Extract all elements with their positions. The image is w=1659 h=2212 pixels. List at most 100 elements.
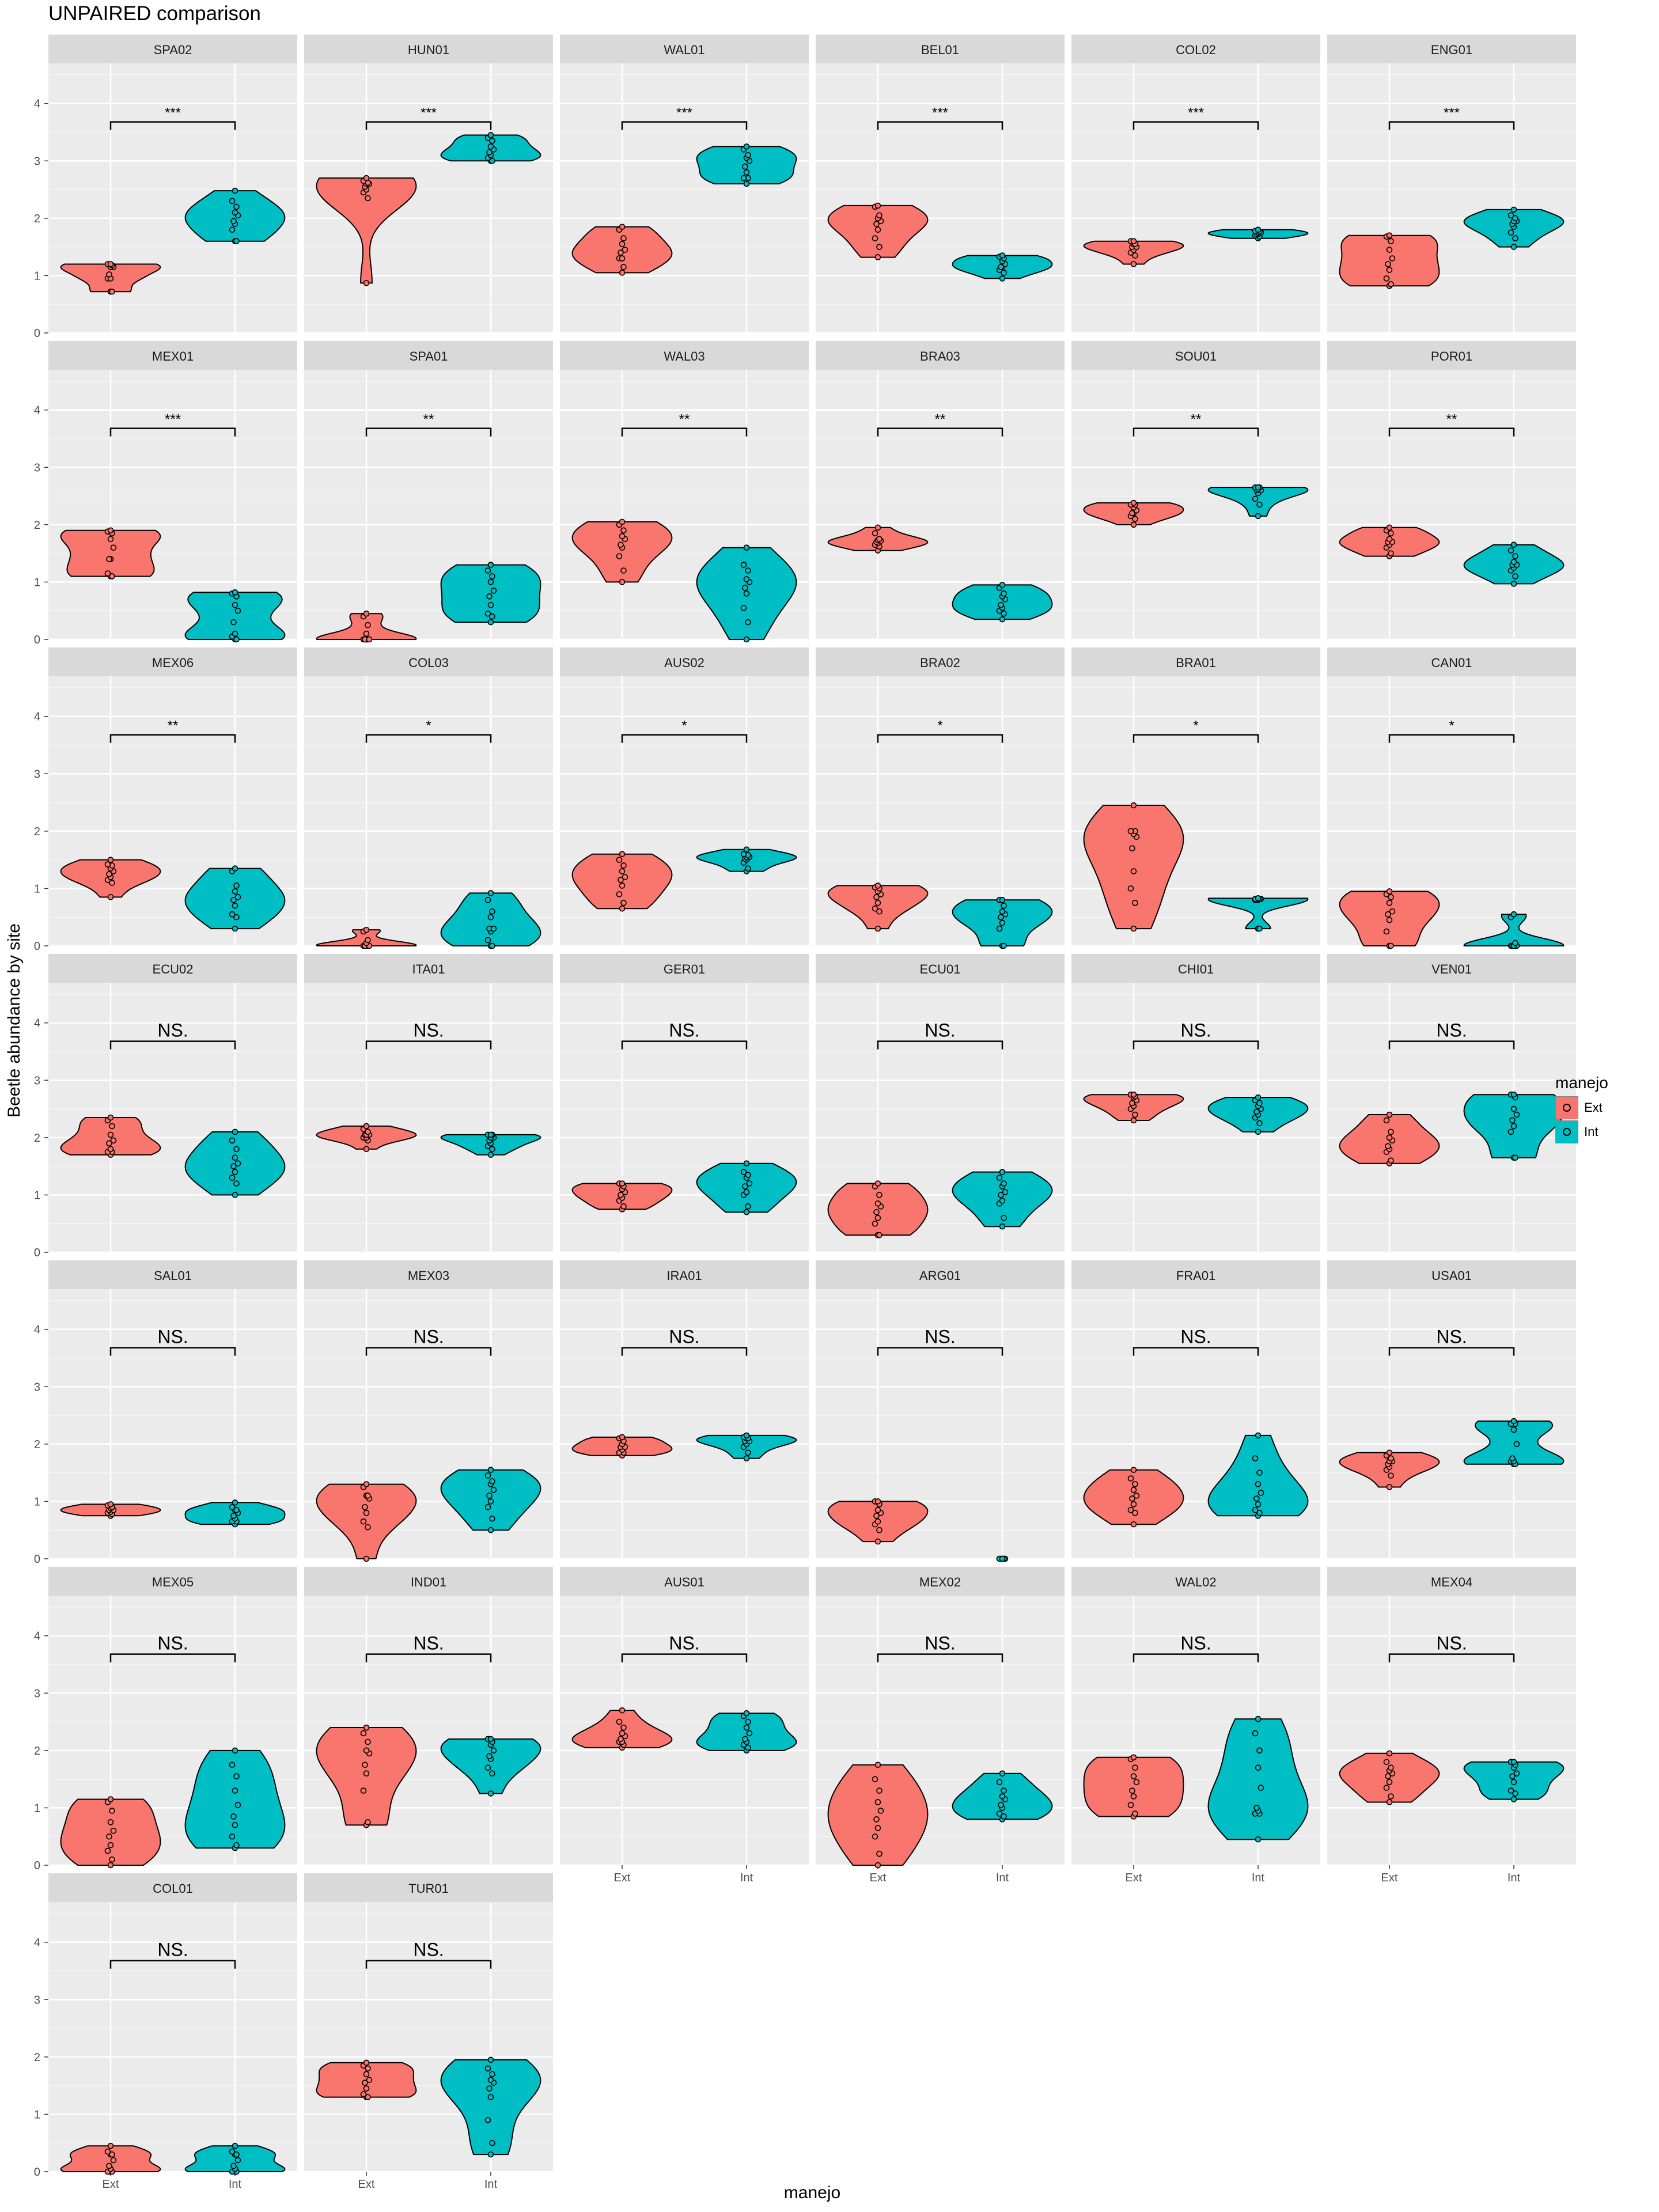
data-point-int [230, 218, 237, 225]
data-point-int [230, 897, 237, 903]
facet-strip-label: TUR01 [408, 1881, 449, 1896]
violin-int [184, 1749, 286, 1849]
facet-strip [560, 1567, 809, 1596]
data-point-ext [874, 1498, 881, 1505]
data-point-int [1510, 1091, 1517, 1098]
data-point-int [740, 175, 747, 181]
significance-bracket [109, 1653, 236, 1662]
data-point-int [489, 1770, 495, 1777]
data-point-int [1512, 215, 1518, 222]
data-point-int [229, 1762, 236, 1768]
data-point-int [1510, 206, 1517, 213]
data-point-int [1252, 1455, 1259, 1462]
data-point-int [1257, 1490, 1264, 1496]
data-point-int [745, 1744, 751, 1751]
data-point-int [1253, 1495, 1260, 1502]
y-tick-label: 1 [34, 1802, 40, 1815]
data-point-int [1510, 1759, 1517, 1766]
data-point-int [743, 1209, 750, 1215]
data-point-ext [363, 175, 370, 181]
y-tick-label: 3 [34, 1687, 40, 1700]
facet-strip-label: SPA02 [154, 43, 192, 57]
significance-bracket [365, 1347, 492, 1356]
data-point-int [1257, 1785, 1264, 1791]
y-tick-label: 1 [34, 882, 40, 895]
data-point-int [232, 1499, 238, 1506]
violin-int [1207, 1718, 1309, 1840]
panel-background [816, 63, 1065, 333]
data-point-int [486, 2085, 493, 2092]
data-point-int [998, 601, 1004, 608]
data-point-ext [106, 556, 112, 562]
violin-ext [60, 1798, 161, 1866]
facet-strip-label: SOU01 [1175, 349, 1217, 363]
legend-label-ext: Ext [1584, 1100, 1603, 1115]
data-point-ext [620, 900, 627, 906]
data-point-int [1508, 229, 1514, 236]
data-point-ext [1389, 255, 1396, 262]
data-point-int [1252, 1730, 1259, 1737]
x-tick-label: Int [229, 2178, 242, 2191]
facet-strip [560, 954, 809, 983]
violin-ext [571, 521, 673, 583]
data-point-ext [365, 2094, 371, 2100]
data-point-ext [874, 1862, 881, 1869]
data-point-ext [106, 871, 112, 877]
significance-bracket [1132, 1347, 1259, 1356]
data-point-ext [1130, 1117, 1137, 1124]
data-point-int [1508, 212, 1514, 219]
data-point-ext [1385, 1143, 1391, 1150]
data-point-int [1510, 1123, 1517, 1130]
data-point-ext [876, 1527, 882, 1533]
data-point-ext [107, 857, 114, 863]
significance-label: NS. [157, 1633, 188, 1654]
data-point-int [1001, 590, 1007, 597]
violin-int [952, 584, 1053, 620]
data-point-int [487, 914, 494, 921]
data-point-int [232, 1128, 238, 1135]
data-point-int [746, 1180, 753, 1187]
data-point-ext [1386, 536, 1393, 543]
data-point-int [232, 1821, 238, 1828]
data-point-ext [107, 1819, 114, 1825]
data-point-int [1255, 1128, 1262, 1135]
data-point-ext [616, 891, 623, 897]
data-point-int [1001, 942, 1007, 949]
data-point-int [233, 1180, 240, 1187]
significance-bracket [1132, 427, 1259, 437]
facet-strip [816, 954, 1065, 983]
facet-strip [304, 341, 553, 370]
data-point-ext [1130, 1773, 1137, 1779]
data-point-int [1256, 501, 1263, 508]
data-point-int [999, 275, 1006, 282]
data-point-int [233, 1842, 240, 1849]
violin-ext [60, 2145, 161, 2172]
data-point-ext [1130, 1754, 1137, 1761]
data-point-int [1255, 1501, 1262, 1508]
significance-bracket [621, 1653, 748, 1662]
violin-ext [1339, 234, 1440, 287]
violin-int [1207, 487, 1309, 517]
data-point-int [233, 1773, 240, 1779]
data-point-int [490, 1747, 497, 1754]
data-point-ext [1385, 911, 1391, 918]
facet-strip-label: USA01 [1431, 1268, 1472, 1283]
facet-strip [560, 1260, 809, 1289]
data-point-ext [873, 1816, 880, 1823]
data-point-ext [619, 579, 626, 585]
facet-strip [304, 35, 553, 63]
data-point-ext [619, 1730, 626, 1737]
data-point-int [230, 619, 237, 626]
data-point-ext [1386, 1111, 1393, 1118]
data-point-ext [1388, 238, 1394, 244]
legend-key-ext [1555, 1096, 1578, 1119]
data-point-int [487, 1131, 494, 1138]
data-point-ext [106, 1833, 112, 1840]
data-point-ext [1386, 247, 1393, 253]
data-point-int [999, 1198, 1006, 1204]
legend-item-ext: Ext [1555, 1096, 1653, 1120]
data-point-int [232, 888, 238, 895]
